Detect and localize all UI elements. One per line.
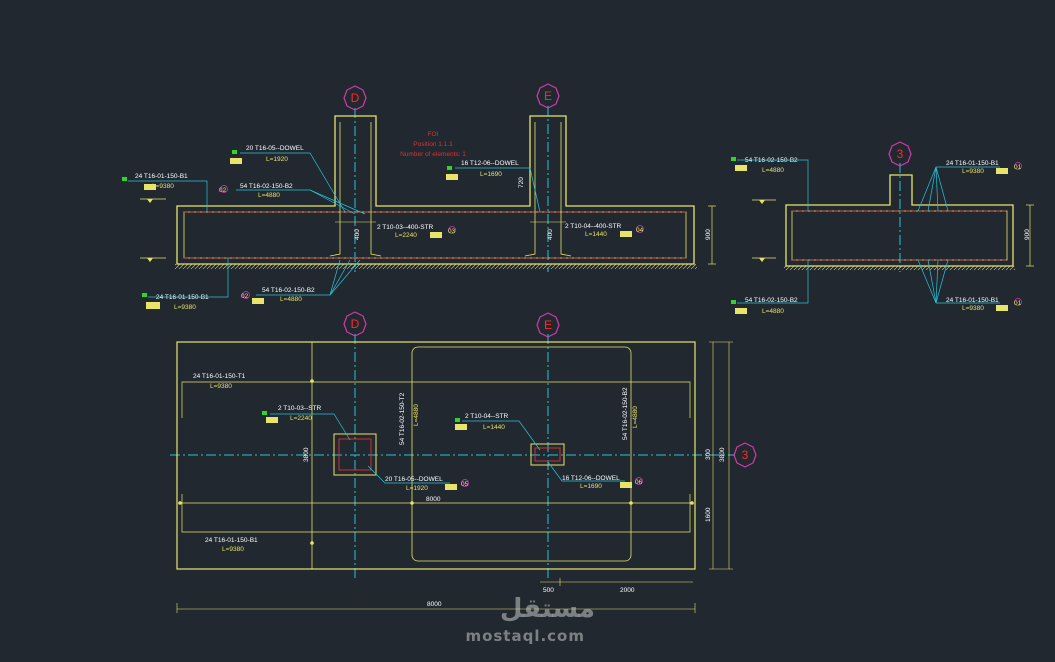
plan-label-str-03-len: L=2240 xyxy=(290,415,312,422)
lean-concrete-hatch xyxy=(175,264,697,269)
plan-dim-8000: 8000 xyxy=(427,601,442,608)
dim-900-s3: 900 xyxy=(1024,229,1031,240)
label-b2-bottom-len: L=4880 xyxy=(280,296,302,303)
dim-400-a: 400 xyxy=(354,229,361,240)
plan-dim-8000-inner: 8000 xyxy=(426,496,441,503)
plan-mark-05: 05 xyxy=(461,481,469,488)
plan-dim-300: 300 xyxy=(705,449,712,460)
grid-bubble-3-top xyxy=(888,141,912,167)
label-b2-top-len: L=4880 xyxy=(258,192,280,199)
column-d-plan xyxy=(333,433,377,476)
plan-label-dowel-06-len: L=1690 xyxy=(580,483,602,490)
plan-label-b1-len: L=9380 xyxy=(222,546,244,553)
s3-label-b1-top-len: L=9380 xyxy=(962,168,984,175)
section-3: 3 900 54 T16-02-150-B2 L=4880 24 T16-01-… xyxy=(731,141,1034,315)
plan-dim-500: 500 xyxy=(543,587,554,594)
grid-label-d-plan: D xyxy=(351,317,360,331)
plan-dim-3800-right: 3800 xyxy=(719,447,726,462)
plan-label-b2: 54 T16-02-150-B2 xyxy=(622,387,629,440)
watermark-latin: mostaql.com xyxy=(465,627,585,645)
plan-label-str-04-len: L=1440 xyxy=(483,424,505,431)
plan-label-dowel-05-len: L=1920 xyxy=(406,485,428,492)
mark-02-bottom: 02 xyxy=(241,293,249,300)
label-dowel-05-len: L=1920 xyxy=(266,156,288,163)
plan-label-t2-len: L=4880 xyxy=(413,404,420,426)
s3-mark-01-bottom: 01 xyxy=(1014,300,1022,307)
plan-label-t1-len: L=9380 xyxy=(210,383,232,390)
dim-900: 900 xyxy=(705,229,712,240)
plan-label-str-04: 2 T10-04--STR xyxy=(465,413,509,420)
dim-400-b: 400 xyxy=(547,229,554,240)
plan-view: D E 3 24 T16-01-150-T1 L=9380 2 T10-03--… xyxy=(170,311,757,613)
plan-label-dowel-06: 16 T12-06--DOWEL xyxy=(562,475,620,482)
plan-label-dowel-05: 20 T16-05--DOWEL xyxy=(385,476,443,483)
column-e-plan xyxy=(530,443,565,466)
label-b2-top: 54 T16-02-150-B2 xyxy=(240,183,293,190)
label-dowel-06-len: L=1690 xyxy=(480,171,502,178)
level-marker-bottom xyxy=(140,257,166,262)
note-position: Position 1.1.1 xyxy=(413,141,453,148)
mark-03: 03 xyxy=(448,228,456,235)
plan-dim-3800: 3800 xyxy=(303,447,310,462)
s3-label-b1-bottom: 24 T16-01-150-B1 xyxy=(946,297,999,304)
plan-dim-2000: 2000 xyxy=(620,587,635,594)
note-title: FOI xyxy=(428,131,439,138)
plan-dim-1600: 1600 xyxy=(705,507,712,522)
label-b1-top: 24 T16-01-150-B1 xyxy=(135,173,188,180)
watermark-arabic: مستقل xyxy=(499,594,595,624)
s3-label-b2-top: 54 T16-02-150-B2 xyxy=(745,157,798,164)
label-b2-bottom: 54 T16-02-150-B2 xyxy=(262,287,315,294)
section-de: D E 400 400 720 900 FOI xyxy=(122,83,716,311)
plan-label-t2: 54 T16-02-150-T2 xyxy=(399,392,406,445)
grid-bubble-e xyxy=(536,83,560,109)
grid-label-3-top: 3 xyxy=(897,147,904,161)
plan-label-t1: 24 T16-01-150-T1 xyxy=(193,373,246,380)
label-dowel-05: 20 T16-05--DOWEL xyxy=(246,145,304,152)
label-dowel-06: 16 T12-06--DOWEL xyxy=(461,160,519,167)
label-b1-top-len: L=9380 xyxy=(152,183,174,190)
grid-bubble-d-plan xyxy=(343,311,367,337)
s3-label-b2-top-len: L=4880 xyxy=(762,167,784,174)
grid-label-e: E xyxy=(544,89,552,103)
grid-label-3-plan: 3 xyxy=(742,448,749,462)
mark-02-top: 02 xyxy=(219,187,227,194)
label-str-03-len: L=2240 xyxy=(395,232,417,239)
dim-720: 720 xyxy=(518,177,525,188)
level-marker-top xyxy=(140,198,166,203)
plan-label-str-03: 2 T10-03--STR xyxy=(278,405,322,412)
grid-bubble-e-plan xyxy=(536,312,560,338)
s3-label-b1-bottom-len: L=9380 xyxy=(962,305,984,312)
label-str-04-len: L=1440 xyxy=(585,231,607,238)
plan-footing-outline xyxy=(176,341,696,570)
note-elements: Number of elements: 1 xyxy=(400,151,466,158)
plan-label-b2-len: L=4880 xyxy=(632,406,639,428)
mark-04: 04 xyxy=(636,227,644,234)
grid-bubble-3-plan xyxy=(733,442,757,468)
plan-label-b1: 24 T16-01-150-B1 xyxy=(205,537,258,544)
s3-label-b1-top: 24 T16-01-150-B1 xyxy=(946,160,999,167)
label-str-04: 2 T10-04--400-STR xyxy=(565,223,622,230)
plan-mark-06: 06 xyxy=(635,479,643,486)
grid-label-d: D xyxy=(351,91,360,105)
grid-label-e-plan: E xyxy=(544,318,552,332)
grid-bubble-d xyxy=(343,85,367,111)
label-str-03: 2 T10-03--400-STR xyxy=(377,224,434,231)
label-b1-bottom: 24 T16-01-150-B1 xyxy=(156,294,209,301)
label-b1-bottom-len: L=9380 xyxy=(174,304,196,311)
s3-label-b2-bottom: 54 T16-02-150-B2 xyxy=(745,297,798,304)
s3-mark-01-top: 01 xyxy=(1014,164,1022,171)
s3-label-b2-bottom-len: L=4880 xyxy=(762,308,784,315)
